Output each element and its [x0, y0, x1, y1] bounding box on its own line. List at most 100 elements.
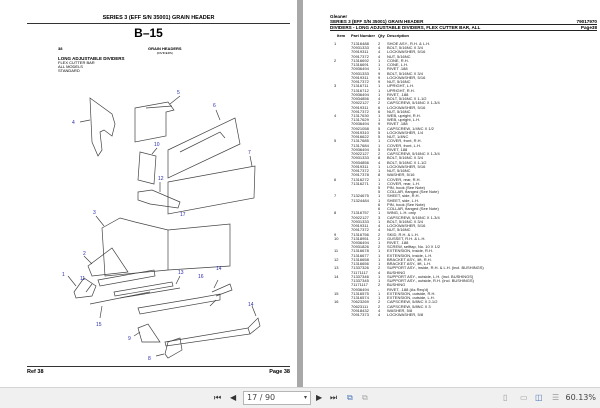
two-page-icon[interactable]: ◫	[535, 393, 543, 402]
chevron-down-icon[interactable]: ▾	[303, 394, 307, 401]
cell-part: 70919311	[351, 74, 369, 80]
cell-part: 71316658	[351, 256, 369, 262]
zoom-level[interactable]: 60.13%	[565, 393, 596, 402]
cell-part: 70922127	[351, 151, 369, 157]
svg-text:5: 5	[177, 90, 180, 96]
cell-qty: 1	[378, 278, 381, 284]
cell-qty: 1	[378, 261, 381, 267]
cell-desc: RIVET, .188 (As Req'd)	[387, 286, 429, 292]
col-qty: Qty	[378, 33, 385, 38]
cell-qty: 6	[378, 206, 381, 212]
continuous-page-icon[interactable]: ▭	[520, 393, 528, 402]
cell-desc: RIVET, 188	[387, 146, 408, 152]
page-number-input[interactable]: 17 / 90 ▾	[243, 391, 311, 405]
cell-part: 70919311	[351, 49, 369, 55]
cell-item: 8	[334, 210, 337, 216]
single-page-icon[interactable]: ▯	[503, 393, 508, 402]
cell-desc: EXTENSION, inside, R.H.	[387, 248, 434, 254]
cell-qty: 4	[378, 227, 381, 233]
svg-text:10: 10	[154, 142, 160, 148]
cell-item: 13	[334, 265, 339, 271]
cell-item: 6	[334, 176, 337, 182]
cell-qty: 1	[378, 248, 381, 254]
cell-part: 70916622	[351, 134, 369, 140]
cell-desc: UPRIGHT, L.H.	[387, 83, 415, 89]
cell-desc: BUSHING	[387, 269, 406, 275]
cell-part: 70931333	[351, 70, 369, 76]
last-page-button[interactable]: ⏭	[330, 393, 338, 402]
svg-text:3: 3	[93, 210, 96, 216]
cell-part: 71324484	[351, 197, 369, 203]
cell-qty: 1	[378, 295, 381, 301]
cell-desc: LOCKWASHER, 1/4	[387, 129, 424, 135]
cell-part: 71316575	[351, 290, 369, 296]
cell-desc: COVER, rear, L.H.	[387, 180, 420, 186]
cell-part: 71337346	[351, 273, 369, 279]
cell-desc: LOCKWASHER, 5/16	[387, 74, 426, 80]
cell-item: 2	[334, 57, 337, 63]
cell-part: 71316488	[351, 41, 369, 46]
cell-desc: SUPPORT ASY., inside, R.H. & L.H. (incl.…	[387, 265, 484, 271]
cell-desc: SUPPORT ASY., outside, R.H. (incl. BUSHI…	[387, 278, 474, 284]
cell-qty: -	[378, 286, 380, 292]
cell-desc: SHEET, side, R.H.	[387, 193, 420, 199]
copy-view-icon[interactable]: ⧉	[362, 393, 368, 402]
rotate-view-icon[interactable]: ⧉	[347, 393, 353, 402]
svg-text:11: 11	[80, 276, 85, 282]
cell-item: 3	[334, 83, 337, 89]
cell-desc: CONE, L.H.	[387, 62, 409, 68]
cell-qty: 2	[378, 265, 381, 271]
cell-part: 70917372	[351, 168, 369, 174]
cell-desc: EXTENSION, outside, R.H.	[387, 290, 436, 296]
continuous-two-page-icon[interactable]: ☰	[552, 393, 560, 402]
first-page-button[interactable]: ⏮	[214, 393, 222, 402]
cell-qty: 1	[378, 273, 381, 279]
cell-qty: 2	[378, 244, 381, 250]
prev-page-button[interactable]: ◀	[230, 393, 237, 402]
cell-qty: 2	[378, 100, 381, 106]
cell-item: 1	[334, 41, 337, 46]
right-page: Gleaner SERIES 3 (EFF S/N 35001) GRAIN H…	[303, 0, 600, 387]
cell-part: 70931333	[351, 218, 369, 224]
cell-qty: 1	[378, 193, 381, 199]
cell-part: 70931333	[351, 45, 369, 51]
cell-part: 70623269	[351, 299, 369, 305]
cell-desc: BOLT, 5/16NC X 3/4	[387, 70, 423, 76]
cell-qty: 4	[378, 45, 381, 51]
cell-part: 70931333	[351, 155, 369, 161]
cell-desc: CAPSCREW, 5/8NC X 2-1/2	[387, 299, 438, 305]
description-block: LONG ADJUSTABLE DIVIDERS FLEX CUTTER BAR…	[58, 56, 125, 73]
cell-desc: RIVET .188	[387, 121, 408, 127]
cell-qty: 1	[378, 142, 381, 148]
cell-item: 4	[334, 112, 337, 118]
cell-desc: WASHER, 5/8	[387, 307, 413, 313]
cell-part: 71318951	[351, 235, 369, 241]
cell-desc: WEB, upright, R.H.	[387, 112, 421, 118]
next-page-button[interactable]: ▶	[316, 393, 323, 402]
cell-qty: 1	[378, 117, 381, 123]
cell-desc: CONE, R.H.	[387, 57, 409, 63]
cell-part: 70917372	[351, 227, 369, 233]
cell-desc: COLLAR, flanged (See Note)	[387, 189, 439, 195]
group-title-text: GRAIN HEADERS	[148, 46, 182, 51]
cell-qty: 4	[378, 307, 381, 313]
